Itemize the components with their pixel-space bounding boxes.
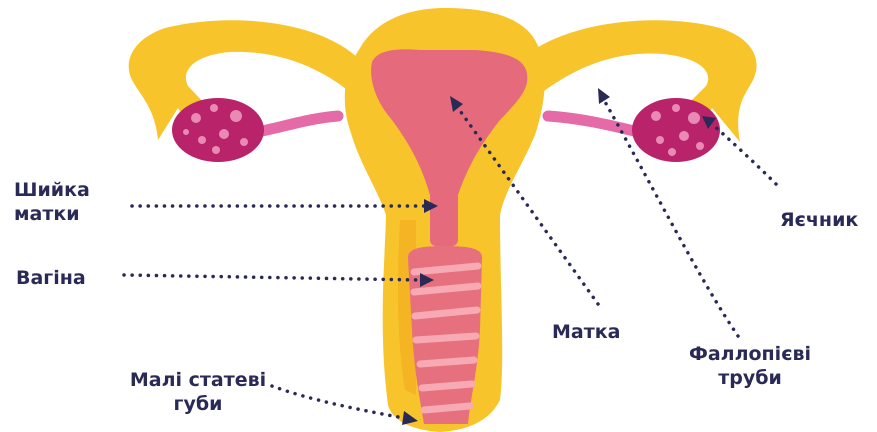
labia-pointer <box>272 386 404 418</box>
tubes-arrowhead <box>598 88 610 104</box>
ovary-label: Яєчник <box>780 208 858 232</box>
ovary-pointer <box>712 124 776 184</box>
cervix <box>430 190 458 246</box>
cervix-label: Шийка матки <box>14 178 90 226</box>
left-ovary <box>172 98 264 162</box>
uterus-label: Матка <box>552 320 620 344</box>
vagina-label: Вагіна <box>16 266 86 290</box>
vagina-pointer <box>124 275 420 280</box>
right-fallopian-tube <box>548 116 638 132</box>
tubes-label: Фаллопієві труби <box>680 342 820 390</box>
right-ovary <box>632 98 720 162</box>
labia-label: Малі статеві губи <box>118 368 278 416</box>
left-fallopian-tube <box>258 116 338 132</box>
